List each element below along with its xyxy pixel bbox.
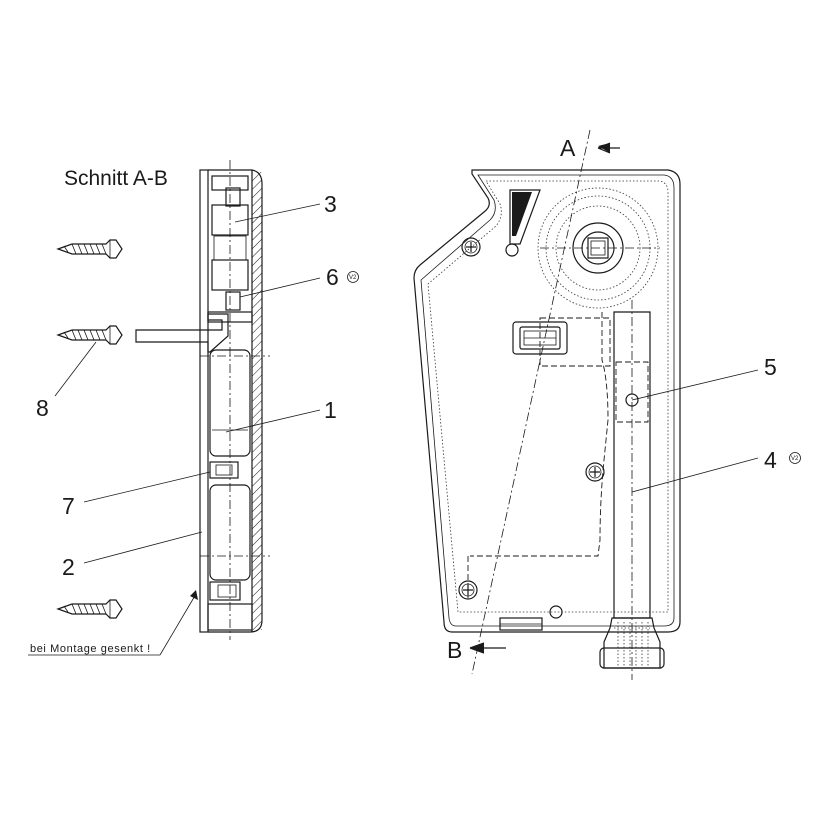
pulley-outer <box>537 187 659 309</box>
callout-2: 2 <box>62 554 75 580</box>
section-line <box>471 129 591 675</box>
callout-6: 6 <box>326 264 339 290</box>
wood-screw-bottom <box>57 599 123 619</box>
section-mark-b: B <box>447 637 462 663</box>
v2-badge-text: V2 <box>349 275 357 281</box>
section-mark-a: A <box>560 135 576 161</box>
rod-pin <box>625 393 639 407</box>
wood-screw-top <box>57 239 123 259</box>
callout-7: 7 <box>62 493 75 519</box>
base-plate <box>199 169 209 633</box>
callout-3: 3 <box>324 191 337 217</box>
front-view: A B 5 4 V2 <box>413 129 801 680</box>
callout-1: 1 <box>324 397 337 423</box>
v2-badge <box>347 271 359 283</box>
callout-4: 4 <box>764 447 777 473</box>
mounting-screw-top <box>461 237 481 257</box>
v2-badge-right-text: V2 <box>791 456 799 462</box>
small-screw <box>209 461 239 479</box>
wood-screw-middle <box>57 325 123 345</box>
mounting-note: bei Montage gesenkt ! <box>30 643 151 655</box>
section-title: Schnitt A-B <box>64 167 168 190</box>
callout-8: 8 <box>36 395 49 421</box>
callout-5: 5 <box>764 354 777 380</box>
housing-front-outline <box>413 169 681 633</box>
pulley-hub <box>572 222 624 274</box>
mounting-screw-middle <box>585 462 605 482</box>
handle-knob <box>603 617 661 669</box>
v2-badge-right <box>789 452 801 464</box>
mounting-bracket <box>135 313 229 353</box>
section-view: Schnitt A-B <box>28 160 359 656</box>
